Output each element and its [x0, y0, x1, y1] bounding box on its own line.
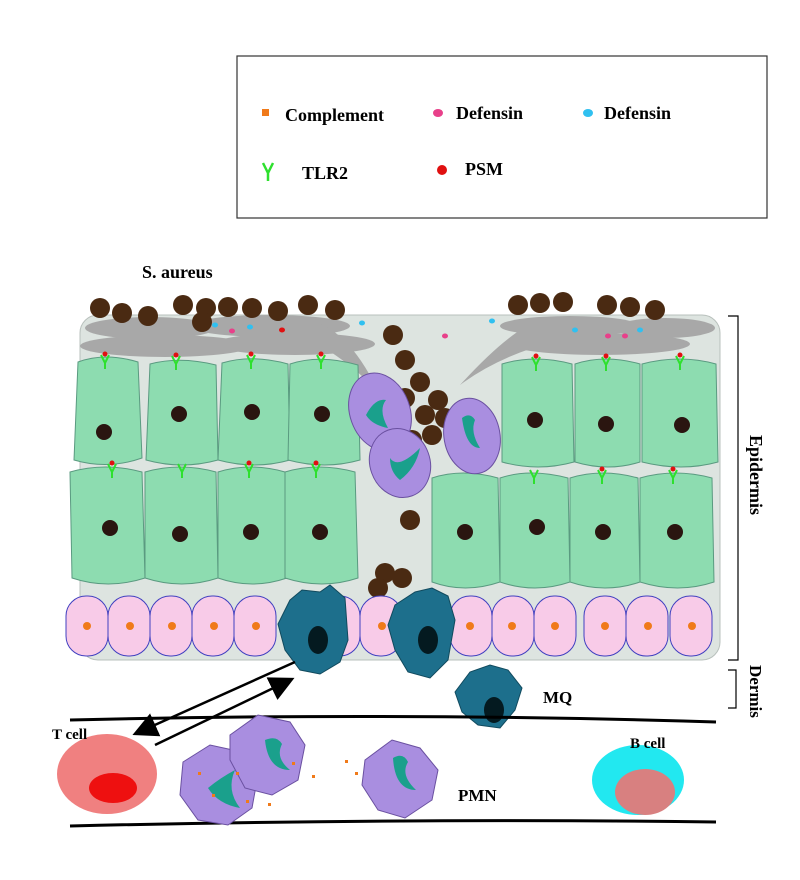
mq-label: MQ [543, 688, 572, 707]
keratinocyte [569, 469, 641, 589]
keratinocyte [217, 354, 291, 466]
dermis-label: Dermis [746, 665, 765, 718]
arrow-to-t-cell [132, 660, 296, 737]
s-aureus-label: S. aureus [142, 262, 213, 282]
pink-dot-icon [433, 109, 443, 117]
b-cell-label: B cell [630, 736, 665, 752]
keratinocyte [287, 354, 361, 466]
keratinocytes-lower-row [69, 463, 715, 589]
keratinocyte [501, 356, 575, 468]
legend-label-psm: PSM [465, 159, 503, 179]
neutrophil [368, 428, 432, 498]
keratinocyte [144, 463, 219, 585]
basal-cell [233, 595, 277, 657]
blood-vessel [69, 714, 717, 828]
keratinocyte [641, 355, 719, 468]
basal-cell [491, 595, 535, 657]
keratinocyte [145, 355, 219, 466]
keratinocyte [73, 354, 143, 466]
dendritic-cell [277, 584, 349, 675]
surface-molecules [212, 318, 643, 339]
keratinocyte [574, 356, 641, 468]
basal-cell [533, 595, 577, 657]
complement-dots [198, 760, 358, 806]
neutrophil [361, 739, 439, 819]
basal-cell [583, 595, 627, 657]
legend-label-complement: Complement [285, 105, 384, 125]
legend-label-tlr2: TLR2 [302, 163, 348, 183]
basal-cell [669, 595, 713, 657]
basal-cell [625, 595, 669, 657]
psm-dots [102, 351, 683, 472]
t-cell-label: T cell [52, 727, 87, 743]
basal-cell [449, 595, 493, 657]
neutrophil [229, 714, 306, 796]
stratum-corneum [80, 315, 715, 395]
basal-cell [191, 595, 235, 657]
keratinocyte [431, 472, 501, 589]
neutrophil [443, 397, 501, 475]
keratinocyte [284, 463, 359, 585]
arrow-from-t-cell [154, 677, 295, 747]
keratinocyte [69, 463, 146, 585]
basal-cell [107, 595, 151, 657]
basal-cell [149, 595, 193, 657]
legend-label-defensin-cyan: Defensin [604, 103, 671, 123]
neutrophils-vessel [179, 714, 439, 826]
dendritic-cell [387, 587, 456, 679]
epidermis-bracket [728, 315, 739, 661]
migration-arrows [132, 660, 296, 747]
keratinocyte [217, 463, 288, 585]
orange-square-icon [262, 109, 269, 116]
neutrophils-epidermis [348, 372, 501, 498]
keratinocyte [499, 469, 571, 589]
pmn-label: PMN [458, 786, 497, 805]
legend: Complement Defensin Defensin TLR2 PSM [236, 55, 768, 219]
keratinocyte [639, 469, 715, 589]
neutrophil [348, 372, 412, 452]
b-cell [592, 745, 684, 815]
keratinocytes-upper-row [73, 354, 719, 468]
epidermis-label: Epidermis [746, 435, 766, 515]
basal-cell-row [65, 595, 713, 657]
legend-label-defensin-pink: Defensin [456, 103, 523, 123]
basal-cell [65, 595, 109, 657]
legend-box [236, 55, 768, 219]
green-y-icon [261, 162, 275, 181]
cyan-dot-icon [583, 109, 593, 117]
dermis-bracket [728, 669, 737, 709]
red-dot-icon [437, 165, 447, 175]
t-cell [57, 734, 157, 814]
